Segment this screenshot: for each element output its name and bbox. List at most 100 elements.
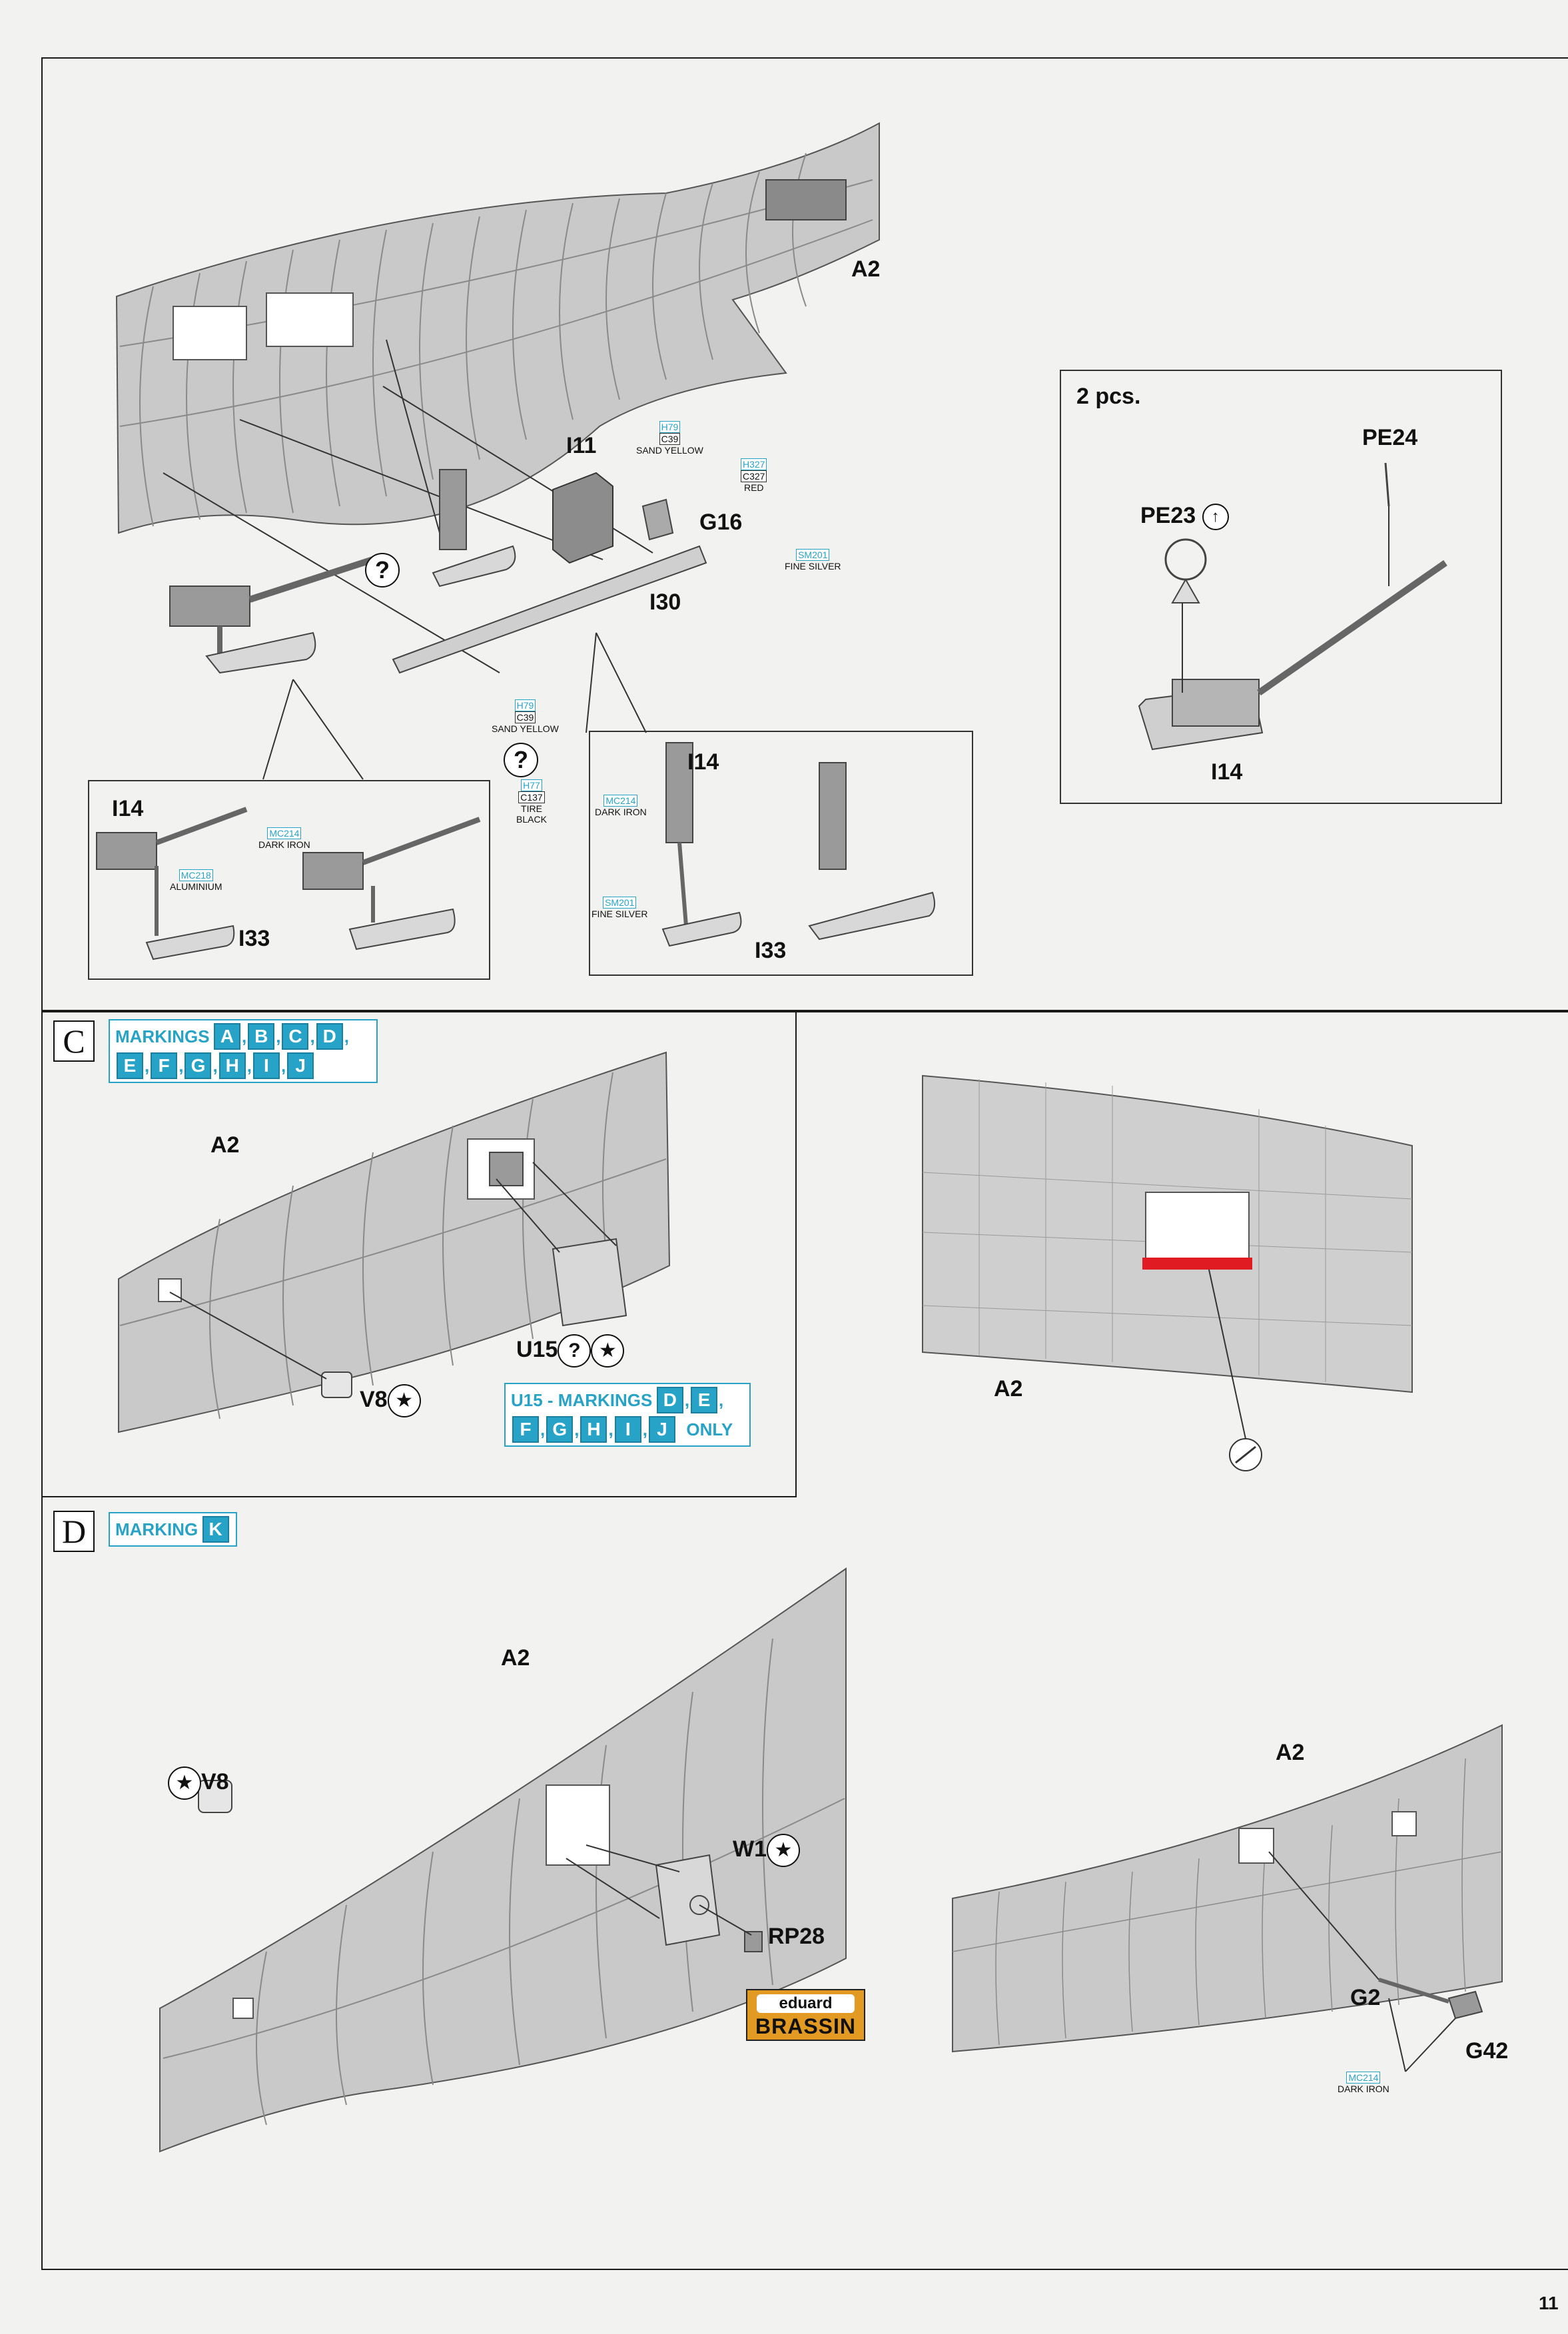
divider-c-bottom (41, 1496, 797, 1497)
marking-tile: B (248, 1023, 275, 1050)
marking-title: MARKING (115, 1519, 198, 1539)
section-d-letter: D (53, 1511, 95, 1552)
divider-c-vertical (795, 1010, 797, 1496)
detail-gun-label: I14 (1211, 759, 1243, 785)
paint-callout-tire: H77 C137 TIRE BLACK (516, 779, 547, 825)
paint-callout-i11: H79 C39 SAND YELLOW (636, 421, 703, 456)
brassin-bottom: BRASSIN (755, 2014, 856, 2038)
photo-etch-star-icon: ★ (168, 1766, 201, 1800)
paint-code: MC214 (267, 827, 302, 839)
section-c-right-label: A2 (994, 1376, 1023, 1401)
part-g2: G2 (1350, 1985, 1381, 2010)
marking-tile: D (656, 1387, 683, 1413)
paint-code-h: H79 (659, 421, 681, 433)
top-frame (41, 57, 1568, 1012)
question-icon: ? (558, 1334, 591, 1367)
top-fuselage-label: A2 (851, 256, 881, 282)
paint-name: DARK IRON (1338, 2084, 1389, 2094)
paint-code-h: H327 (741, 458, 767, 470)
marking-tile: I (252, 1052, 280, 1079)
section-d-right-label: A2 (1276, 1740, 1305, 1765)
detail-qty: 2 pcs. (1076, 384, 1141, 409)
only-label: ONLY (686, 1419, 733, 1439)
paint-name: SAND YELLOW (636, 445, 703, 456)
part-i11: I11 (566, 433, 597, 458)
paint-code-h: H77 (521, 779, 542, 791)
paint-name: SAND YELLOW (492, 723, 559, 734)
paint-name: DARK IRON (595, 807, 647, 817)
inset-left-gun-label: I14 (112, 796, 144, 821)
pe23-text: PE23 (1140, 503, 1196, 528)
u15-markings-note: U15 - MARKINGS D,E, F,G,H,I,J ONLY (504, 1383, 751, 1447)
marking-tile: A (214, 1023, 241, 1050)
marking-tile: G (185, 1052, 212, 1079)
brassin-top: eduard (757, 1994, 855, 2013)
paint-code-c: C327 (741, 470, 767, 482)
inset-right-mount-label: I33 (755, 938, 787, 963)
bend-icon: ↑ (1202, 504, 1229, 531)
paint-code: MC214 (603, 795, 638, 807)
w1-text: W1 (733, 1836, 767, 1862)
section-c-v8: V8★ (360, 1384, 421, 1417)
paint-name: ALUMINIUM (170, 881, 222, 892)
photo-etch-star-icon: ★ (767, 1834, 800, 1867)
paint-callout-i30: SM201 FINE SILVER (785, 549, 841, 572)
part-g42: G42 (1465, 2038, 1509, 2064)
section-c-letter: C (53, 1020, 95, 1062)
marking-tile: J (287, 1052, 314, 1079)
v8-text: V8 (360, 1386, 388, 1412)
inset-right-gun-label: I14 (687, 749, 719, 775)
section-d-w1: W1★ (733, 1834, 800, 1867)
inset-right-paint-1: MC214 DARK IRON (595, 795, 647, 817)
marking-tile: D (316, 1023, 343, 1050)
section-d-paint: MC214 DARK IRON (1338, 2072, 1389, 2094)
marking-tile: E (117, 1052, 143, 1079)
paint-callout-g16: H327 C327 RED (741, 458, 767, 493)
marking-tile: J (648, 1416, 675, 1443)
left-border-lower (41, 1010, 43, 2269)
section-d-marking: MARKING K (109, 1512, 237, 1547)
marking-tile: G (546, 1416, 574, 1443)
section-c-markings: MARKINGS A,B,C,D, E,F,G,H,I,J (109, 1019, 378, 1083)
part-pe24: PE24 (1362, 425, 1418, 450)
brassin-logo: eduard BRASSIN (746, 1989, 865, 2041)
marking-tile: H (218, 1052, 246, 1079)
paint-code-c: C39 (659, 433, 681, 445)
part-i30: I30 (649, 589, 681, 615)
part-g16: G16 (699, 510, 743, 535)
v8-text: V8 (201, 1768, 229, 1794)
paint-name: RED (743, 482, 764, 493)
part-pe23: PE23 ↑ (1140, 503, 1229, 531)
inset-right-paint-2: SM201 FINE SILVER (591, 897, 648, 919)
divider-top (41, 1010, 1568, 1011)
markings-title: MARKINGS (115, 1026, 210, 1046)
paint-callout-mount: H79 C39 SAND YELLOW (492, 699, 559, 734)
question-icon-gun: ? (365, 553, 400, 587)
bottom-border (41, 2269, 1568, 2270)
section-d-rp28: RP28 (768, 1924, 825, 1949)
marking-tile: H (580, 1416, 607, 1443)
page-number: 11 (1539, 2293, 1559, 2313)
paint-code: MC218 (179, 869, 213, 881)
paint-name-2: BLACK (516, 814, 547, 825)
marking-tile: F (512, 1416, 539, 1443)
paint-name: FINE SILVER (785, 561, 841, 572)
paint-name: FINE SILVER (591, 909, 648, 919)
marking-tile: E (691, 1387, 718, 1413)
u15-note-prefix: U15 - MARKINGS (511, 1390, 653, 1410)
u15-text: U15 (516, 1336, 558, 1362)
photo-etch-star-icon: ★ (387, 1384, 421, 1417)
marking-tile: I (614, 1416, 641, 1443)
section-c-u15: U15?★ (516, 1334, 625, 1367)
section-d-fuselage-label: A2 (501, 1645, 530, 1671)
marking-tile: K (202, 1516, 229, 1543)
marking-tile: C (282, 1023, 309, 1050)
inset-left-paint-2: MC218 ALUMINIUM (170, 869, 222, 892)
paint-name-1: TIRE (521, 803, 542, 814)
inset-left-mount-label: I33 (238, 926, 270, 951)
photo-etch-star-icon: ★ (591, 1334, 625, 1367)
paint-code: SM201 (796, 549, 830, 561)
